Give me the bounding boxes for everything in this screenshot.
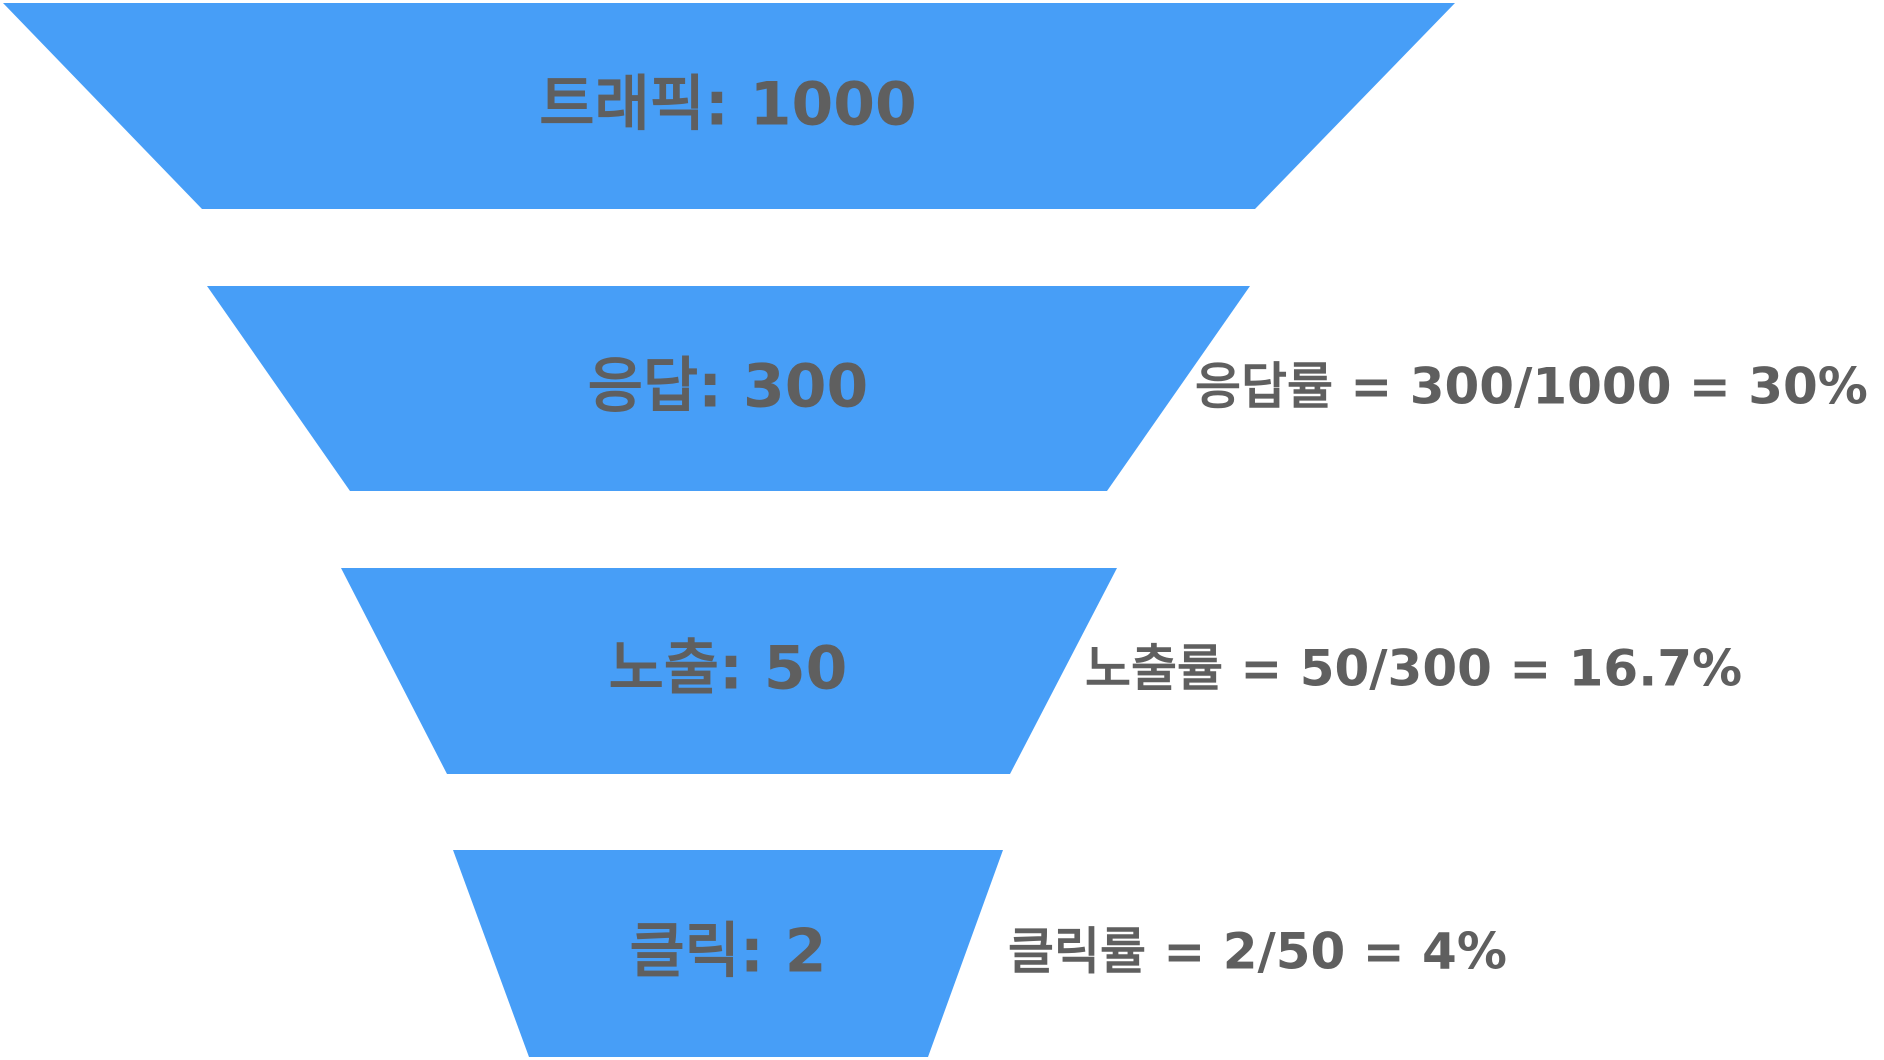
rate-label-response: 응답률 = 300/1000 = 30% <box>1195 358 1868 416</box>
rate-label-click: 클릭률 = 2/50 = 4% <box>1008 923 1507 981</box>
funnel-stage-exposure: 노출: 50 노출률 = 50/300 = 16.7% <box>341 568 1742 774</box>
funnel-segment-traffic <box>3 3 1455 209</box>
stage-label-traffic: 트래픽: 1000 <box>539 70 916 140</box>
stage-label-exposure: 노출: 50 <box>609 634 848 704</box>
stage-label-response: 응답: 300 <box>588 352 869 422</box>
rate-label-exposure: 노출률 = 50/300 = 16.7% <box>1085 640 1742 698</box>
stage-label-click: 클릭: 2 <box>629 917 826 987</box>
funnel-stage-traffic: 트래픽: 1000 <box>3 3 1455 209</box>
funnel-segment-exposure <box>341 568 1117 774</box>
funnel-stage-click: 클릭: 2 클릭률 = 2/50 = 4% <box>453 850 1507 1057</box>
funnel-segment-response <box>207 286 1250 491</box>
funnel-stage-response: 응답: 300 응답률 = 300/1000 = 30% <box>207 286 1868 491</box>
funnel-segment-click <box>453 850 1003 1057</box>
